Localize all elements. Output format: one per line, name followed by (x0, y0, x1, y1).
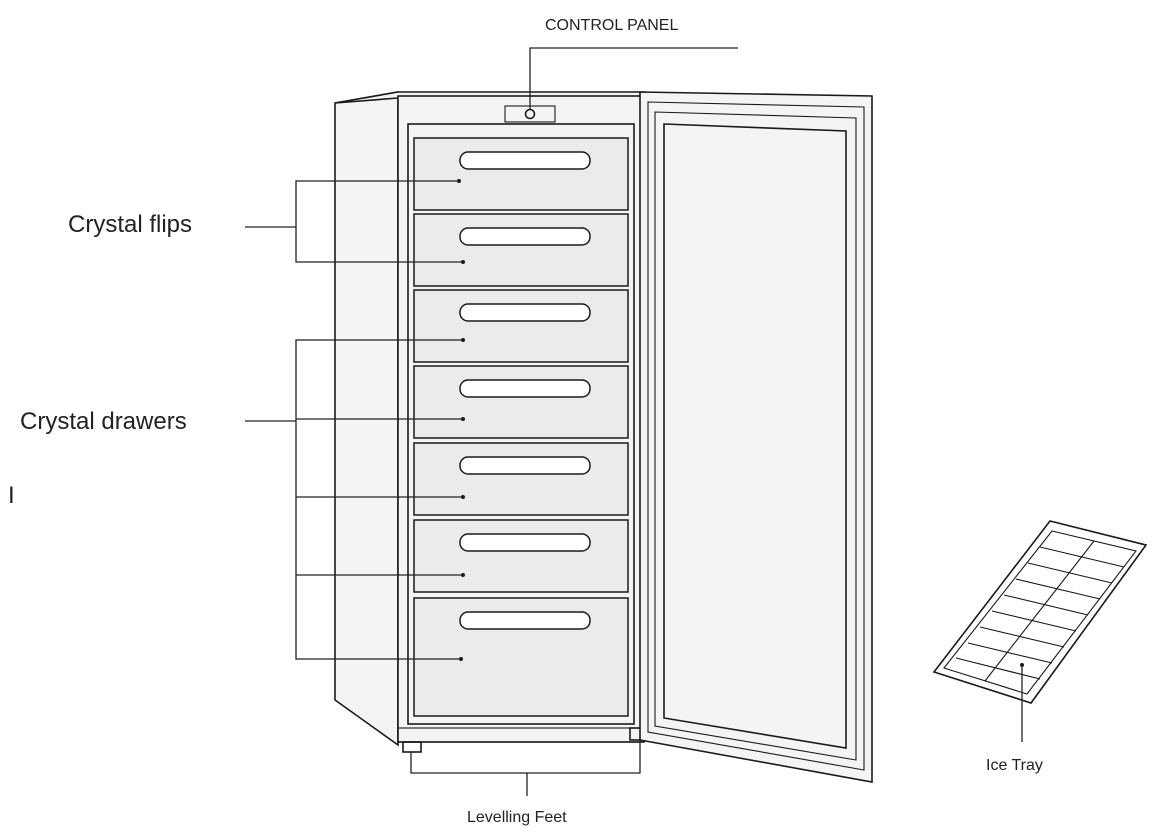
label-ice-tray: Ice Tray (986, 757, 1043, 774)
leader-control-panel (529, 47, 738, 110)
drawer-6-handle (459, 533, 591, 552)
leader-crystal-flips-bracket (295, 180, 463, 263)
ice-tray-cells (955, 546, 1125, 680)
drawer-1 (413, 137, 629, 211)
upright-freezer-icon (334, 91, 646, 753)
label-control-panel: CONTROL PANEL (545, 17, 678, 34)
drawer-3 (413, 289, 629, 363)
ice-tray-divider (984, 540, 1095, 682)
drawer-7-handle (459, 611, 591, 630)
drawer-2 (413, 213, 629, 287)
drawer-6 (413, 519, 629, 593)
leader-lines (245, 47, 1023, 796)
drawer-4-handle (459, 379, 591, 398)
freezer-door (639, 91, 873, 783)
door-gasket-1 (647, 101, 865, 771)
ice-tray-icon (932, 520, 1148, 704)
ice-tray-rim (943, 530, 1137, 695)
cabinet-interior (407, 123, 635, 725)
door-outer (639, 91, 873, 783)
drawer-5 (413, 442, 629, 516)
leader-levelling-feet-bracket (410, 740, 641, 774)
label-levelling-feet: Levelling Feet (467, 809, 567, 826)
drawer-1-handle (459, 151, 591, 170)
label-crystal-drawers: Crystal drawers (20, 408, 187, 435)
door-gasket-2 (654, 111, 857, 761)
drawer-5-handle (459, 456, 591, 475)
label-crystal-flips: Crystal flips (68, 211, 192, 238)
leader-crystal-drawers-bracket (295, 339, 463, 660)
door-inner-panel (663, 123, 847, 749)
drawer-stack (413, 137, 629, 717)
ice-tray-outer (932, 520, 1148, 704)
drawer-3-handle (459, 303, 591, 322)
drawer-2-handle (459, 227, 591, 246)
levelling-foot-left (402, 741, 422, 753)
drawer-4 (413, 365, 629, 439)
stray-mark: I (8, 482, 15, 509)
